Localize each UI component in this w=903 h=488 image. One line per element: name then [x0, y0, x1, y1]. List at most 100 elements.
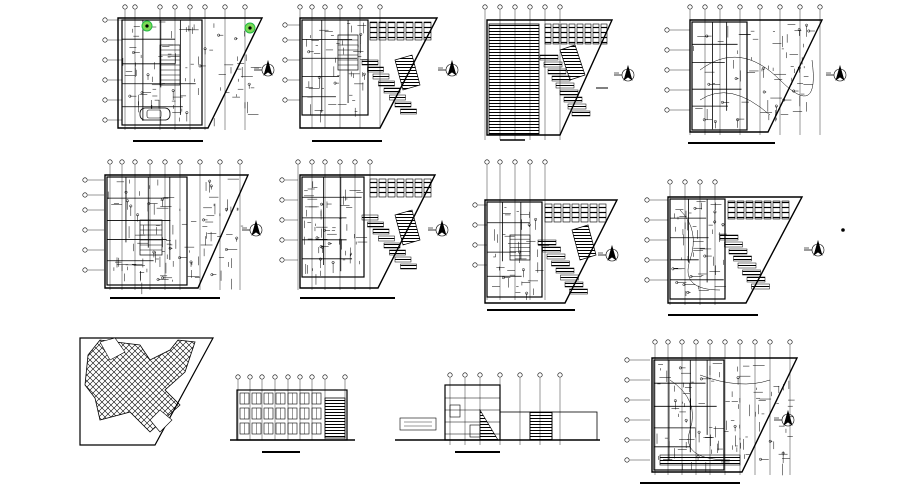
fixture-symbol [132, 51, 135, 54]
grid-bubble-icon [644, 257, 650, 263]
parking-stall [378, 80, 395, 87]
fixture-symbol [797, 66, 801, 70]
fixture-symbol [721, 223, 725, 226]
fixture-symbol [518, 250, 521, 254]
fixture-symbol [707, 82, 711, 86]
grid-bubble-icon [217, 159, 223, 165]
north-arrow-head [813, 239, 823, 256]
parking-stall [389, 94, 406, 101]
parking-stall [600, 23, 608, 45]
drawing-front-elevation [230, 374, 355, 453]
fixture-symbol [209, 184, 213, 188]
fixture-symbol [693, 206, 697, 210]
parking-stall [754, 200, 763, 220]
grid-bubble-icon [472, 242, 478, 248]
fixture-symbol [782, 98, 786, 102]
grid-bubble-icon [664, 87, 670, 93]
fixture-symbol [686, 290, 690, 294]
grid-bubble-icon [102, 77, 108, 83]
ramp-area [394, 54, 421, 91]
grid-bubble-icon [367, 159, 373, 165]
grid-bubble-icon [187, 4, 193, 10]
window-frame [469, 424, 481, 438]
grid-bubble-icon [482, 4, 488, 10]
parking-stall [394, 101, 412, 108]
grid-bubble-icon [202, 4, 208, 10]
north-arrow-head [783, 409, 793, 426]
parking-stall [361, 59, 379, 66]
north-arrow-head [437, 219, 447, 236]
parking-stall [423, 21, 432, 41]
plant-center [248, 26, 252, 30]
north-arrow-head [251, 219, 261, 236]
grid-bubble-icon [557, 4, 563, 10]
grid-bubble-icon [107, 159, 113, 165]
fixture-symbol [774, 104, 778, 108]
fixture-symbol [203, 47, 207, 51]
courtyard-void [149, 409, 173, 433]
grid-bubble-icon [542, 159, 548, 165]
north-arrow-head [623, 64, 633, 81]
building-outline [667, 196, 804, 304]
grid-bubble-icon [542, 4, 548, 10]
parking-stall [737, 262, 757, 269]
grid-bubble-icon [664, 47, 670, 53]
parking-stall [369, 21, 378, 41]
parking-stall [551, 75, 571, 82]
fixture-symbol [160, 197, 164, 201]
grid-bubble-icon [282, 97, 288, 103]
section-outline [529, 411, 553, 441]
fixture-symbol [762, 90, 766, 94]
section-outline [499, 411, 531, 441]
grid-bubble-icon [497, 4, 503, 10]
parking-stall [736, 200, 745, 220]
grid-bubble-icon [537, 372, 543, 378]
ramp-area [571, 224, 597, 261]
north-arrow-icon [598, 244, 619, 262]
parking-stall [751, 283, 770, 290]
parking-stall [547, 68, 567, 75]
grid-bubble-icon [122, 4, 128, 10]
fixture-symbol [124, 190, 128, 194]
grid-bubble-icon [157, 4, 163, 10]
building-outline [79, 337, 215, 446]
grid-bubble-icon [687, 4, 693, 10]
grid-bubble-icon [817, 4, 823, 10]
fixture-symbol [136, 213, 140, 217]
grid-bubble-icon [279, 237, 285, 243]
grid-bubble-icon [557, 372, 563, 378]
grid-bubble-icon [777, 4, 783, 10]
grid-bubble-icon [624, 457, 630, 463]
grid-bubble-icon [177, 159, 183, 165]
grid-bubble-icon [527, 4, 533, 10]
fixture-symbol [168, 246, 172, 250]
stair-outline [139, 219, 163, 256]
fixture-symbol [797, 28, 801, 32]
parking-stall [742, 269, 761, 276]
grid-bubble-icon [282, 37, 288, 43]
north-arrow-head [835, 64, 845, 81]
courtyard-void [99, 337, 126, 361]
grid-bubble-icon [162, 159, 168, 165]
parking-stall [543, 61, 563, 68]
plant-icon [244, 22, 256, 34]
ramp-area [394, 209, 421, 246]
parking-stall [367, 66, 384, 73]
parking-stall [555, 82, 575, 89]
grid-bubble-icon [342, 374, 348, 380]
fixture-symbol [525, 291, 529, 295]
parking-stall [571, 203, 580, 223]
grid-bubble-icon [624, 397, 630, 403]
parking-stall [389, 249, 406, 256]
north-arrow-icon [438, 59, 459, 77]
fixture-symbol [713, 210, 717, 214]
grid-bubble-icon [702, 4, 708, 10]
building-outline [121, 19, 203, 126]
title-block [399, 417, 437, 431]
building-outline [106, 176, 188, 286]
grid-bubble-icon [297, 4, 303, 10]
grid-bubble-icon [279, 177, 285, 183]
grid-bubble-icon [462, 372, 468, 378]
parking-stall [383, 87, 401, 94]
